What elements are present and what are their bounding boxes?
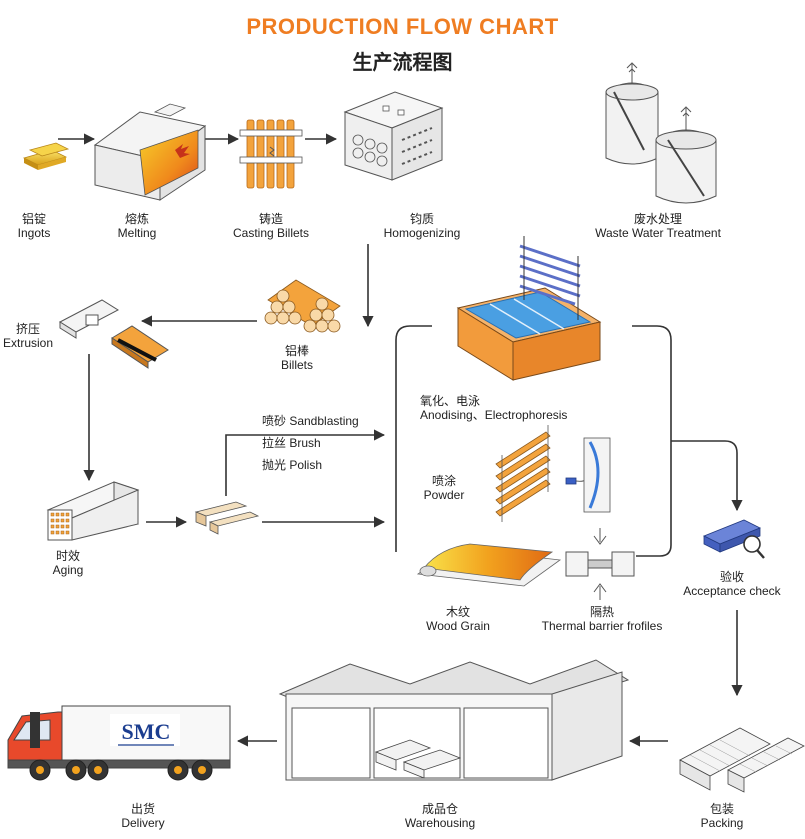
bracket-right bbox=[632, 325, 672, 557]
truck-brand-logo: SMC bbox=[122, 719, 171, 744]
melting-furnace-icon bbox=[93, 103, 207, 201]
flow-arrows bbox=[58, 133, 743, 747]
casting-billets-icon bbox=[239, 119, 303, 189]
aluminum-profile-icon bbox=[194, 501, 260, 535]
extrusion-press-icon bbox=[58, 299, 169, 369]
warehouse-icon bbox=[278, 659, 630, 781]
packing-crates-icon bbox=[679, 727, 805, 793]
arrow-to-acceptance bbox=[671, 440, 743, 512]
chart-title-cn: 生产流程图 bbox=[352, 52, 453, 74]
wood-grain-icon bbox=[416, 543, 562, 587]
acceptance-check-icon bbox=[703, 519, 765, 559]
delivery-truck-icon: SMC bbox=[7, 705, 231, 781]
process-sandblasting: 喷砂 Sandblasting bbox=[262, 414, 359, 428]
aging-oven-icon bbox=[46, 481, 140, 541]
bracket-left bbox=[395, 325, 432, 552]
process-polish: 抛光 Polish bbox=[262, 458, 323, 472]
arrow-profile-surface bbox=[225, 429, 386, 496]
thermal-barrier-icon bbox=[565, 528, 635, 600]
billets-stack-icon bbox=[264, 279, 341, 333]
process-brush: 拉丝 Brush bbox=[262, 436, 321, 450]
powder-coating-icon bbox=[495, 425, 611, 522]
ingots-icon bbox=[22, 142, 70, 170]
homogenizing-furnace-icon bbox=[343, 91, 444, 181]
waste-water-tanks-icon bbox=[605, 62, 717, 204]
anodising-tank-icon bbox=[456, 236, 602, 381]
chart-title-en: PRODUCTION FLOW CHART bbox=[246, 14, 559, 39]
